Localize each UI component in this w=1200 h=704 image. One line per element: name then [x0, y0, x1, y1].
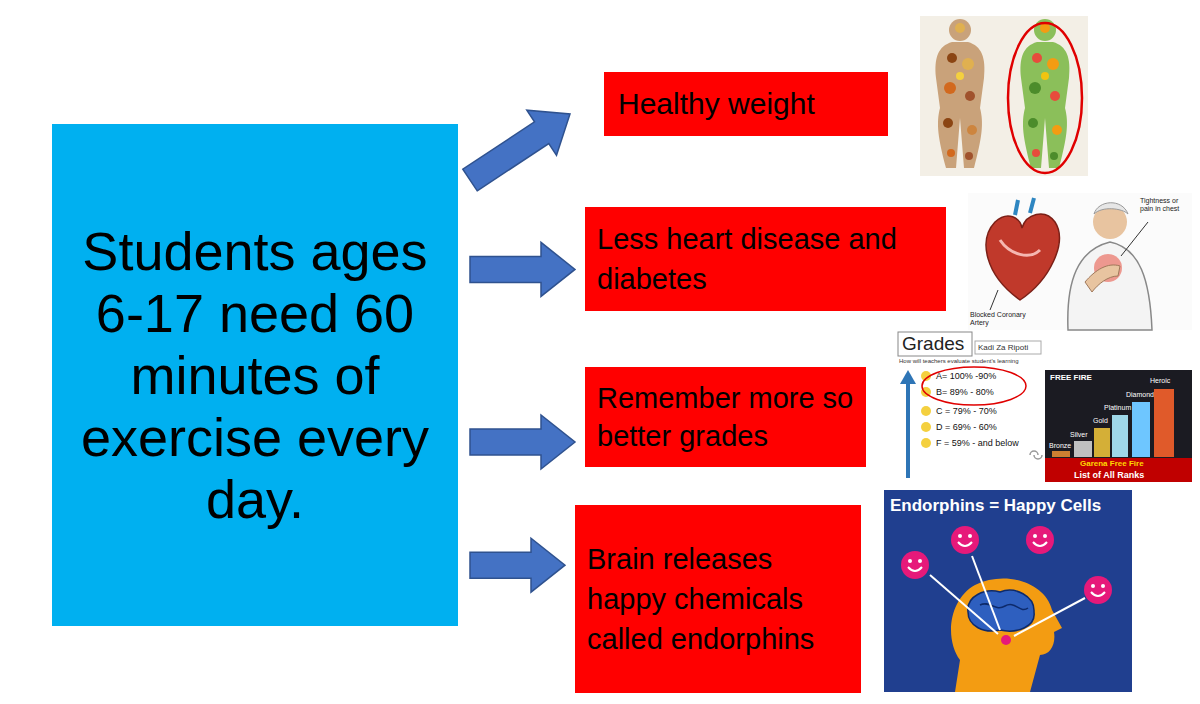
benefit-box: Healthy weight	[604, 72, 888, 136]
picture-label: C = 79% - 70%	[936, 406, 997, 416]
benefit-box: Less heart disease and diabetes	[585, 207, 946, 311]
grades-picture	[896, 330, 1042, 485]
picture-label: Endorphins = Happy Cells	[890, 496, 1101, 516]
block-arrow	[470, 242, 575, 296]
picture-label: Diamond	[1126, 391, 1154, 399]
endorphins-picture	[884, 490, 1132, 692]
box-text: Healthy weight	[618, 86, 874, 122]
picture-label: FREE FIRE	[1050, 373, 1092, 382]
block-arrow	[470, 415, 575, 469]
picture-label: Gold	[1093, 417, 1108, 425]
picture-label: Garena Free Fire	[1080, 459, 1144, 468]
box-text: Remember more so better grades	[597, 379, 854, 455]
picture-label: F = 59% - and below	[936, 438, 1019, 448]
heart-picture	[968, 193, 1192, 330]
ranks-picture	[1045, 370, 1192, 482]
audience-box: Students ages 6-17 need 60 minutes of ex…	[52, 124, 458, 626]
picture-label: Blocked Coronary Artery	[970, 311, 1032, 327]
picture-label: Kadi Za Ripoti	[978, 343, 1028, 352]
picture-label: How will teachers evaluate student's lea…	[899, 358, 1019, 365]
picture-label: Bronze	[1049, 442, 1071, 450]
picture-label: List of All Ranks	[1074, 470, 1144, 480]
picture-label: Tightness or pain in chest	[1140, 197, 1190, 213]
benefit-box: Remember more so better grades	[585, 367, 866, 467]
block-arrow	[463, 110, 570, 191]
block-arrow	[470, 538, 565, 592]
picture-label: Platinum	[1104, 404, 1131, 412]
picture-label: B= 89% - 80%	[936, 387, 994, 397]
picture-label: Grades	[902, 333, 964, 355]
box-text: Students ages 6-17 need 60 minutes of ex…	[64, 220, 446, 530]
picture-label: D = 69% - 60%	[936, 422, 997, 432]
benefit-box: Brain releases happy chemicals called en…	[575, 505, 861, 693]
box-text: Brain releases happy chemicals called en…	[587, 539, 849, 659]
picture-label: A= 100% -90%	[936, 371, 996, 381]
picture-label: Silver	[1070, 431, 1088, 439]
picture-label: Heroic	[1150, 377, 1170, 385]
box-text: Less heart disease and diabetes	[597, 219, 934, 299]
weight-picture	[920, 16, 1088, 176]
